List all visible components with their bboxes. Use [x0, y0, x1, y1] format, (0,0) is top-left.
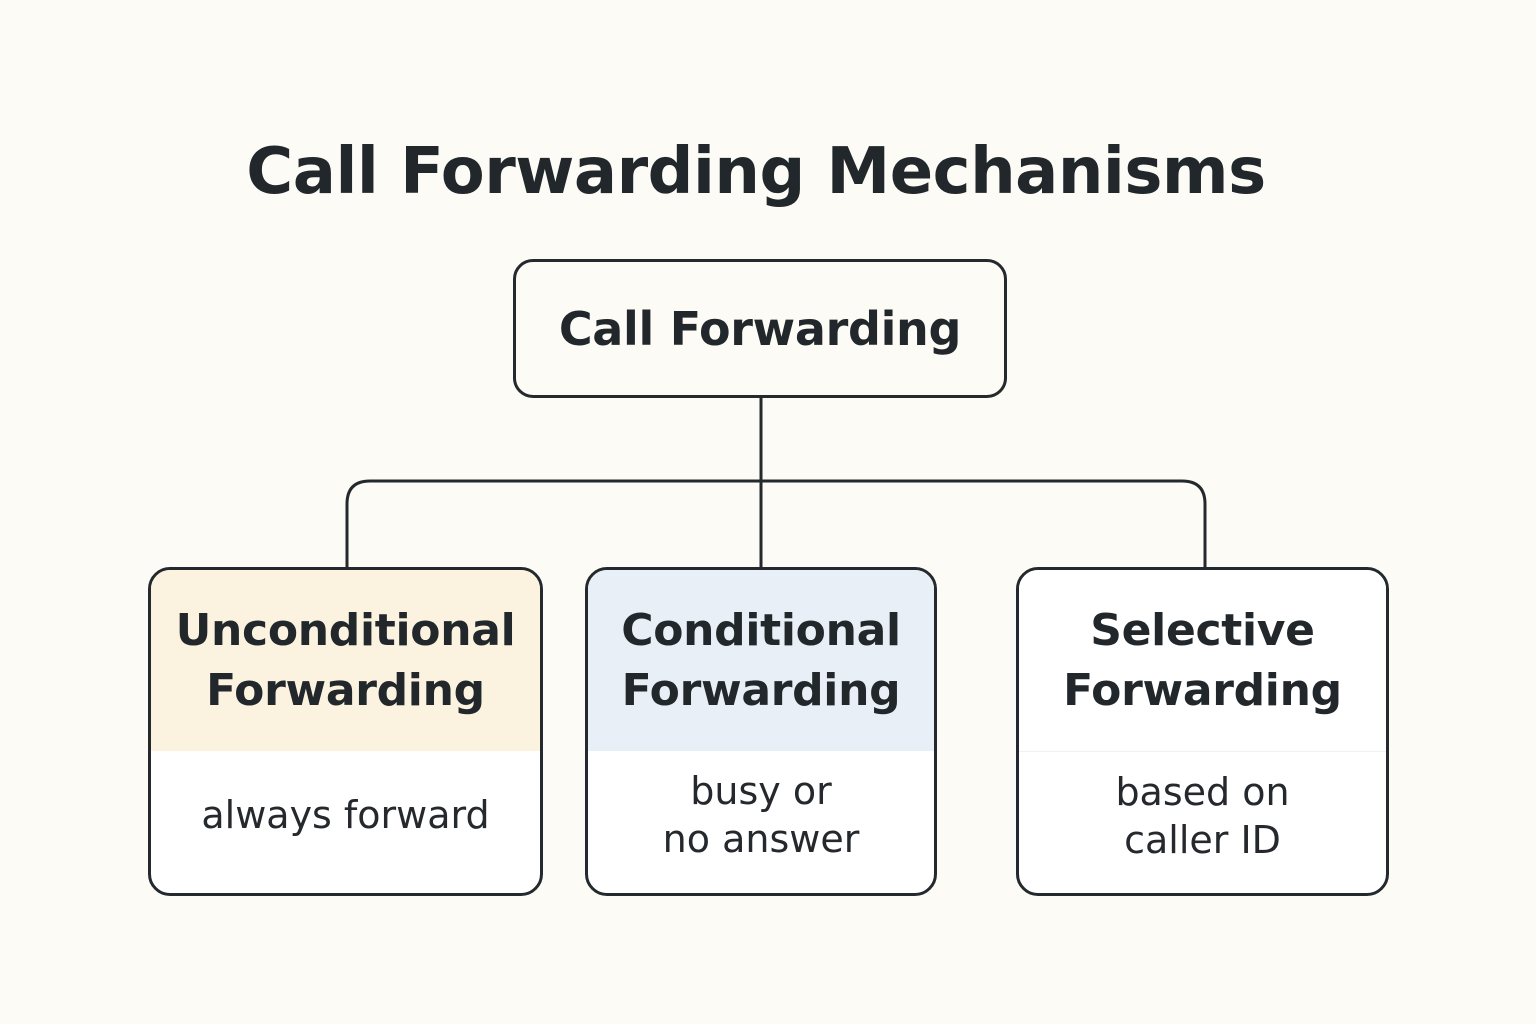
root-node-label: Call Forwarding: [558, 301, 962, 356]
node-title: Unconditional Forwarding: [175, 604, 516, 716]
node-body: based on caller ID: [1019, 752, 1386, 893]
diagram-title: Call Forwarding Mechanisms: [246, 134, 1266, 209]
node-description: busy or no answer: [662, 769, 860, 861]
node-header: Conditional Forwarding: [588, 570, 934, 751]
node-unconditional-forwarding: Unconditional Forwarding always forward: [148, 567, 543, 896]
node-conditional-forwarding: Conditional Forwarding busy or no answer: [585, 567, 937, 896]
node-description: based on caller ID: [1115, 770, 1290, 862]
root-node-call-forwarding: Call Forwarding: [513, 259, 1007, 398]
node-body: busy or no answer: [588, 751, 934, 893]
node-title: Conditional Forwarding: [621, 604, 901, 716]
node-description: always forward: [201, 793, 490, 837]
node-header: Unconditional Forwarding: [151, 570, 540, 751]
node-selective-forwarding: Selective Forwarding based on caller ID: [1016, 567, 1389, 896]
node-header: Selective Forwarding: [1019, 570, 1386, 752]
node-title: Selective Forwarding: [1063, 604, 1342, 716]
connector-horizontal-bar: [345, 479, 1207, 569]
node-body: always forward: [151, 751, 540, 893]
